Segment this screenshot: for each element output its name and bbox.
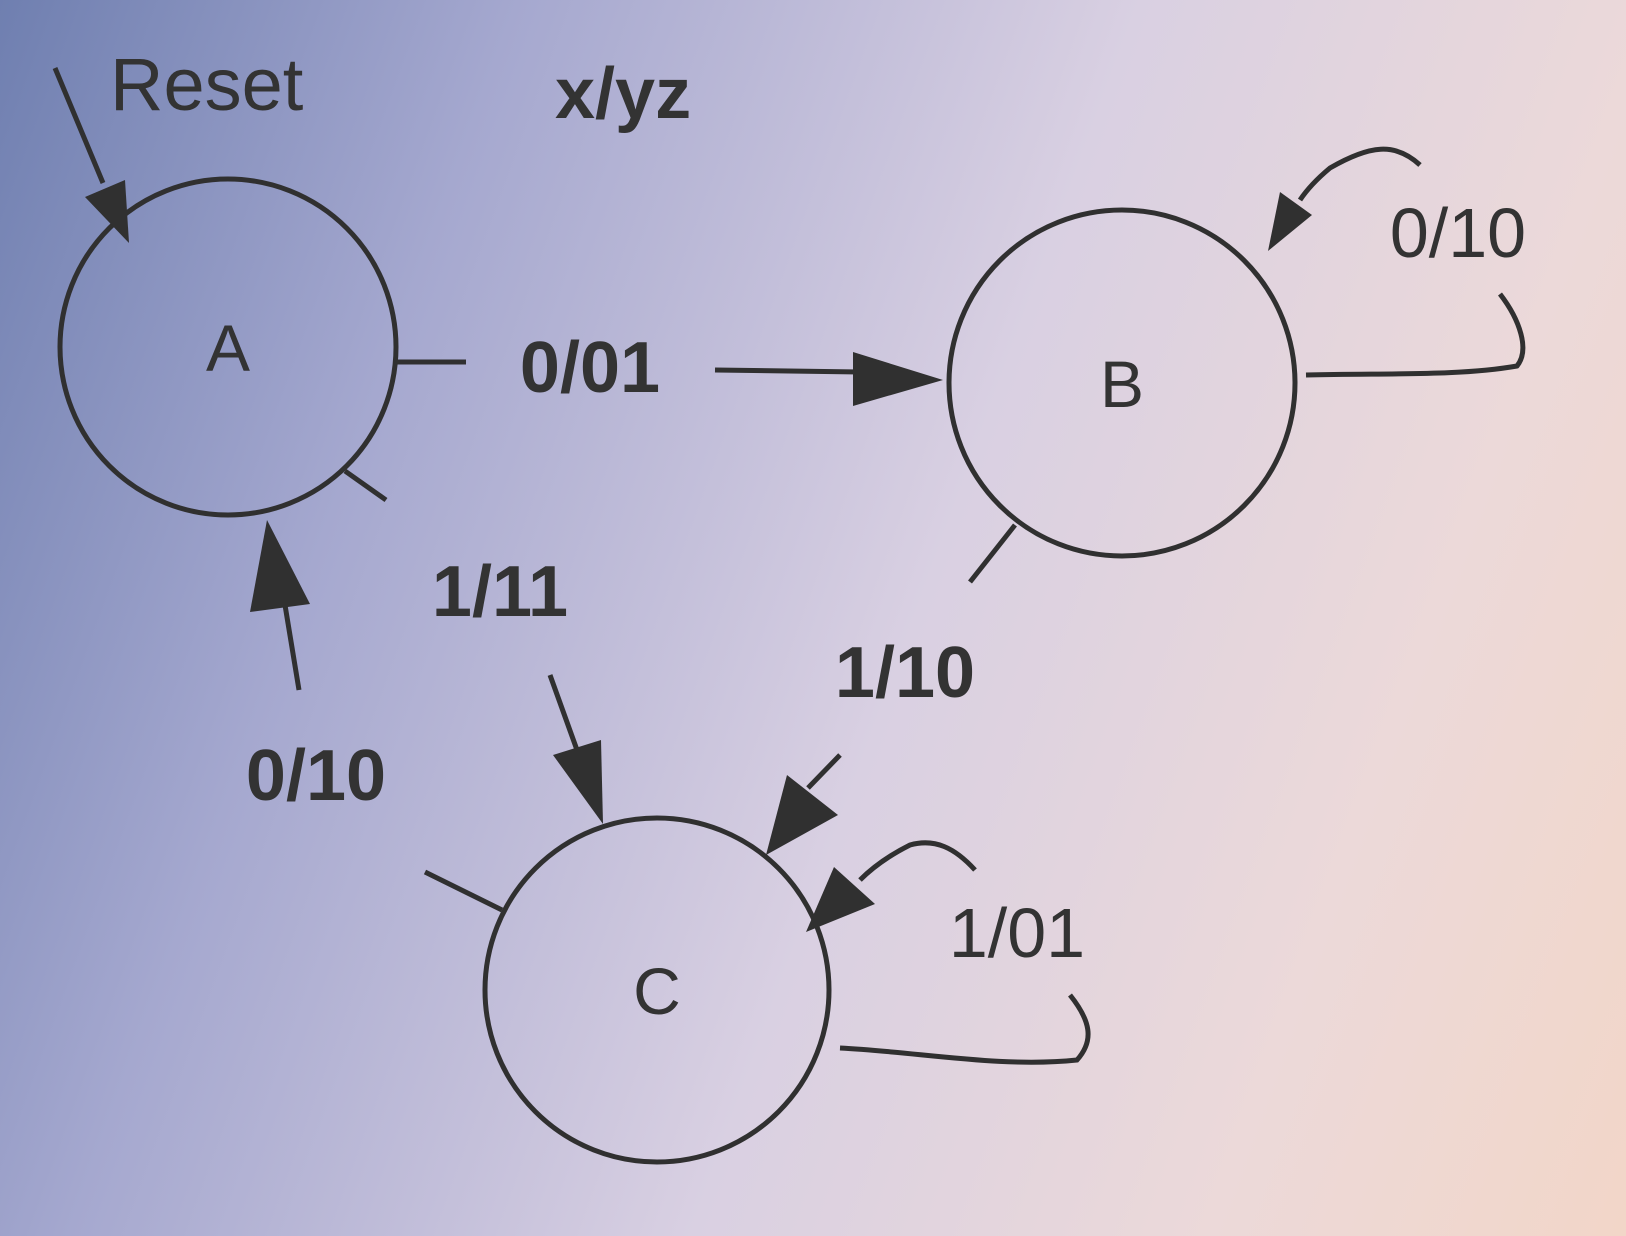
state-b-circle (946, 207, 1298, 559)
edge-b-self-arrowhead (1268, 192, 1312, 251)
state-a: A (57, 176, 399, 518)
edge-a-to-c-line (547, 674, 580, 751)
edge-b-to-c-arrowhead (766, 775, 838, 855)
edge-b-to-c (766, 523, 1017, 855)
edge-b-to-c-line (806, 753, 842, 790)
edge-a-to-c (343, 468, 603, 824)
legend-label: x/yz (555, 54, 691, 134)
state-c-label: C (633, 954, 681, 1028)
edge-c-self (806, 840, 1091, 1065)
edge-a-to-b-arrowhead (853, 352, 943, 406)
reset-label: Reset (110, 43, 304, 126)
edge-a-to-b (396, 352, 943, 406)
edge-a-to-c-tail (343, 468, 388, 503)
edge-b-self-lower (1305, 292, 1526, 378)
state-a-label: A (206, 311, 250, 385)
edge-c-to-a-tail (423, 869, 504, 913)
edge-c-to-a-line (282, 604, 302, 691)
edge-c-to-a (250, 520, 504, 913)
edge-a-to-b-line (714, 367, 861, 375)
edge-b-to-c-tail (968, 523, 1017, 584)
state-c-circle (482, 815, 832, 1165)
edge-a-to-b-label: 0/01 (520, 328, 660, 408)
edge-c-self-arrowhead (806, 867, 875, 932)
edge-b-self-upper (1297, 146, 1422, 202)
state-b-label: B (1100, 347, 1144, 421)
reset-arrowhead (85, 180, 129, 243)
state-a-circle (57, 176, 399, 518)
edge-c-self-upper (858, 840, 977, 882)
edge-b-to-c-label: 1/10 (835, 633, 975, 713)
reset-arrow (52, 67, 129, 243)
edge-c-to-a-arrowhead (250, 520, 310, 612)
edge-c-self-label: 1/01 (949, 894, 1085, 972)
state-c: C (482, 815, 832, 1165)
edge-c-self-lower (839, 993, 1091, 1065)
edge-a-to-c-arrowhead (553, 740, 603, 824)
state-b: B (946, 207, 1298, 559)
edge-b-self-label: 0/10 (1390, 194, 1526, 272)
edge-b-self (1268, 146, 1526, 378)
edge-a-to-c-label: 1/11 (432, 552, 568, 632)
reset-arrow-line (52, 67, 106, 184)
edge-c-to-a-label: 0/10 (246, 736, 386, 816)
